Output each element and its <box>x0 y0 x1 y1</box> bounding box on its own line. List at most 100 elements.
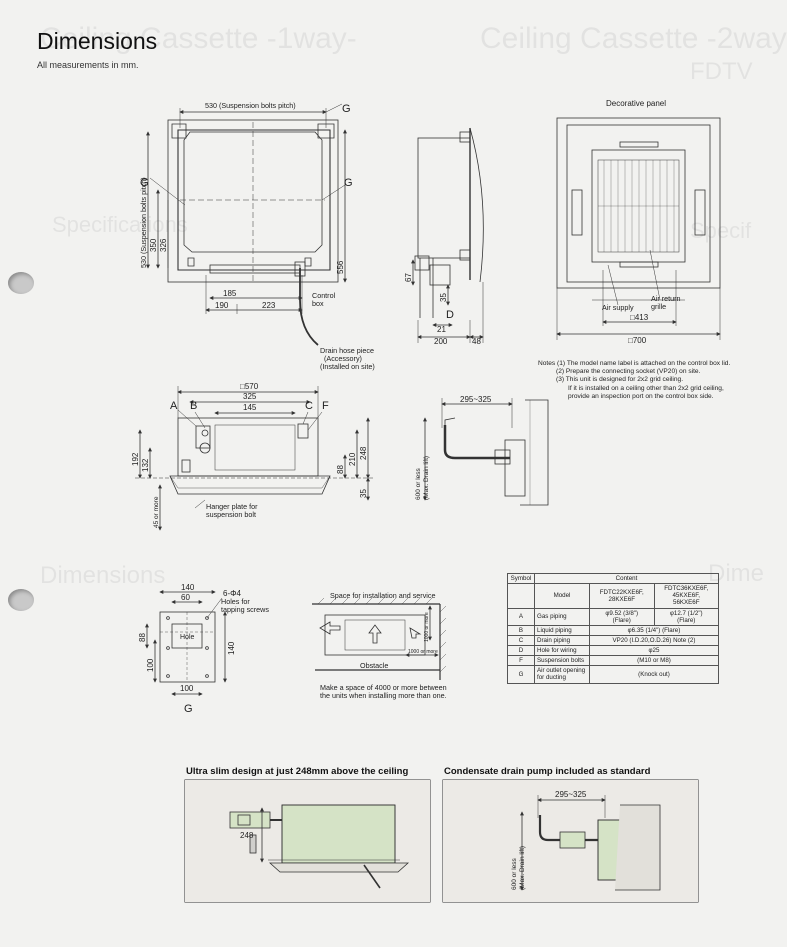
table-header-symbol: Symbol <box>507 572 535 585</box>
value-cell: φ9.52 (3/8") (Flare) <box>589 607 655 626</box>
ghost-model: FDTV <box>690 58 753 85</box>
dim-413: □413 <box>630 313 649 322</box>
technical-drawing: 530 (Suspension bolts pitch) G G G 530 (… <box>131 99 721 903</box>
hole-view-drawing <box>145 590 227 696</box>
dim-350: 350 <box>149 238 158 252</box>
item-cell: Suspension bolts <box>534 655 590 667</box>
dim-21: 21 <box>437 325 446 334</box>
dim-700: □700 <box>628 336 647 345</box>
symbol-content-table: Symbol Content Model FDTC22KXE6F, 28KXE6… <box>507 572 719 684</box>
label-g-right: G <box>344 177 353 189</box>
table-row: D Hole for wiring φ25 <box>507 644 719 657</box>
model-label: Model <box>534 583 590 609</box>
symbol-cell: G <box>507 665 535 684</box>
dim-200: 200 <box>434 337 448 346</box>
value-cell: (Knock out) <box>589 665 719 684</box>
value-cell: VP20 (I.D.20,O.D.26) Note (2) <box>589 634 719 647</box>
symbol-cell: B <box>507 624 535 636</box>
decorative-panel-drawing <box>556 117 721 340</box>
note-line: (2) Prepare the connecting socket (VP20)… <box>556 368 701 376</box>
value-cell: φ12.7 (1/2") (Flare) <box>653 607 719 626</box>
service-space-drawing <box>312 597 447 680</box>
service-dim-1000b: 1000 or more <box>408 649 438 655</box>
dim-67: 67 <box>404 273 413 282</box>
hole-dim-100: 100 <box>180 684 194 693</box>
hole-dim-88: 88 <box>138 633 147 642</box>
notes-block: Notes (1) The model name label is attach… <box>538 360 730 401</box>
drain-lift-label: 600 or less(Max. Drain lift) <box>415 456 430 500</box>
symbol-cell: F <box>507 655 535 667</box>
dim-48: 48 <box>472 337 481 346</box>
air-supply-label: Air supply <box>602 303 634 312</box>
value-cell: φ6.35 (1/4") (Flare) <box>589 624 719 636</box>
pump-dim-295: 295~325 <box>555 790 587 799</box>
slim-dim-248: 248 <box>240 831 254 840</box>
dim-35-side: 35 <box>439 293 448 302</box>
model-a: FDTC22KXE6F, 28KXE6F <box>589 583 655 609</box>
service-dim-1000a: 1000 or more <box>424 612 430 642</box>
symbol-cell: C <box>507 634 535 647</box>
top-view-drawing <box>146 103 347 346</box>
table-row: Model FDTC22KXE6F, 28KXE6F FDTC36KXE6F, … <box>507 583 719 609</box>
drain-lift-drawing <box>423 398 549 506</box>
note-line: If it is installed on a ceiling other th… <box>568 384 724 392</box>
note-line: (3) This unit is designed for 2x2 grid c… <box>556 376 684 384</box>
drain-hose-label: Drain hose piece(Accessory)(Installed on… <box>320 346 375 371</box>
drain-pump-caption: Condensate drain pump included as standa… <box>444 766 651 777</box>
table-header-content: Content <box>534 572 719 585</box>
item-cell: Hole for wiring <box>534 644 590 657</box>
drain-dim-295: 295~325 <box>460 395 492 404</box>
suspension-pitch-vertical: 530 (Suspension bolts pitch) <box>139 177 148 268</box>
binder-hole-bottom <box>8 589 34 611</box>
dim-192: 192 <box>131 452 140 466</box>
slim-design-illustration <box>184 779 431 903</box>
dim-145: 145 <box>243 403 257 412</box>
dim-45: 45 or more <box>153 496 160 528</box>
page-title: Dimensions <box>37 28 158 54</box>
dim-326: 326 <box>159 238 168 252</box>
suspension-pitch-horizontal: 530 (Suspension bolts pitch) <box>205 101 296 110</box>
hole-dim-140: 140 <box>181 583 195 592</box>
dim-185: 185 <box>223 289 237 298</box>
page-subtitle: All measurements in mm. <box>37 60 139 70</box>
note-line: provide an inspection port on the contro… <box>568 392 714 400</box>
table-row: B Liquid piping φ6.35 (1/4") (Flare) <box>507 624 719 636</box>
hole-label-g: G <box>184 703 193 715</box>
label-g-left: G <box>140 177 149 189</box>
ghost-specifications: Specifications <box>52 212 188 237</box>
hole-label: Hole <box>180 634 195 641</box>
dim-556: 556 <box>336 260 345 274</box>
table-row: C Drain piping VP20 (I.D.20,O.D.26) Note… <box>507 634 719 647</box>
dim-132: 132 <box>141 458 150 472</box>
label-a: A <box>170 400 178 412</box>
ghost-title-2way: Ceiling Cassette -2way <box>480 22 787 55</box>
table-row: G Air outlet opening for ducting (Knock … <box>507 665 719 684</box>
pump-lift-label: 600 or less(Max. Drain lift) <box>511 846 526 890</box>
item-cell: Air outlet opening for ducting <box>534 665 590 684</box>
table-row: A Gas piping φ9.52 (3/8") (Flare) φ12.7 … <box>507 607 719 626</box>
label-d: D <box>446 309 454 321</box>
note-line: Notes (1) The model name label is attach… <box>538 360 731 367</box>
dim-248: 248 <box>359 446 368 460</box>
dim-35-front: 35 <box>359 489 368 498</box>
dim-190: 190 <box>215 301 229 310</box>
ghost-specif: Specif <box>690 218 752 243</box>
item-cell: Liquid piping <box>534 624 590 636</box>
side-view-drawing <box>411 127 484 343</box>
label-b: B <box>190 400 197 412</box>
dim-325: 325 <box>243 392 257 401</box>
label-g-top: G <box>342 103 351 115</box>
item-cell: Gas piping <box>534 607 590 626</box>
label-f: F <box>322 400 329 412</box>
slim-design-caption: Ultra slim design at just 248mm above th… <box>186 766 409 777</box>
service-space-title: Space for installation and service <box>330 591 435 600</box>
dim-210: 210 <box>348 452 357 466</box>
symbol-cell: D <box>507 644 535 657</box>
hole-dim-60: 60 <box>181 593 190 602</box>
ghost-dimensions: Dimensions <box>40 562 166 589</box>
ghost-title-1way: Ceiling Cassette -1way- <box>40 22 357 55</box>
decorative-panel-title: Decorative panel <box>606 99 666 108</box>
binder-hole-top <box>8 272 34 294</box>
